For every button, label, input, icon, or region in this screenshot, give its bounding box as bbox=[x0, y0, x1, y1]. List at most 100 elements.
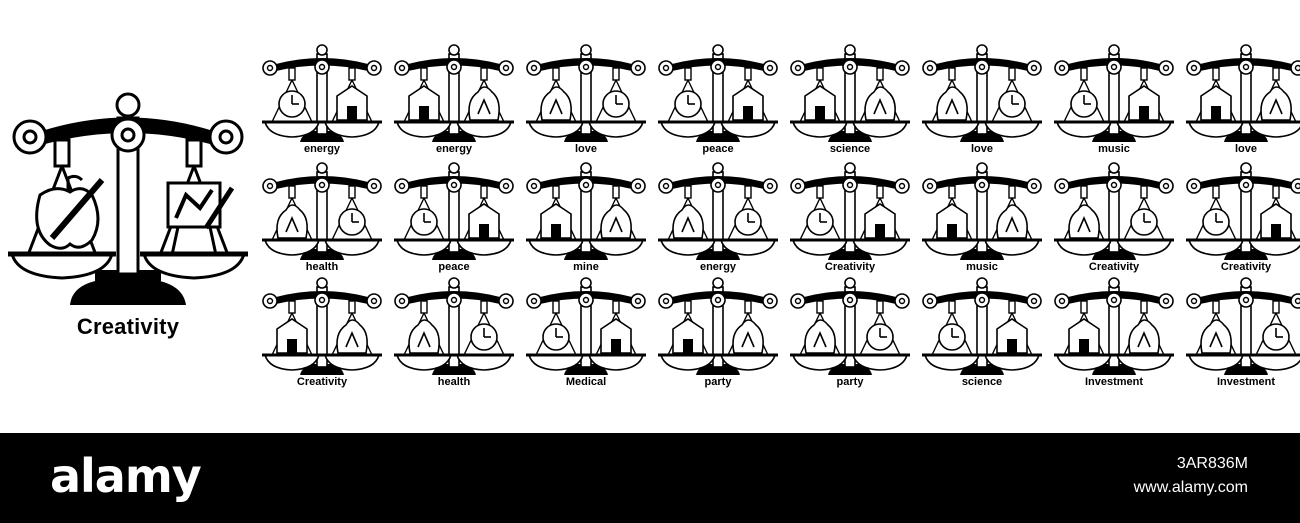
card-icon bbox=[1260, 86, 1292, 121]
balance-scale-icon bbox=[526, 44, 646, 142]
helicopter-icon bbox=[600, 318, 632, 354]
balance-scale-icon bbox=[922, 277, 1042, 375]
ufo-icon bbox=[1130, 208, 1158, 236]
easel-icon bbox=[336, 319, 368, 354]
icon-label: mine bbox=[573, 261, 599, 273]
icon-label: party bbox=[704, 376, 732, 388]
site-url: www.alamy.com bbox=[1133, 479, 1248, 496]
balance-scale-icon bbox=[1186, 44, 1300, 142]
factory-house-icon bbox=[408, 85, 440, 121]
coin-icon bbox=[1068, 318, 1100, 354]
icon-label: Medical bbox=[565, 376, 607, 388]
balance-scale-icon bbox=[790, 162, 910, 260]
padlock-open-icon bbox=[1262, 323, 1290, 351]
icon-label: love bbox=[574, 143, 597, 155]
icon-label: health bbox=[305, 261, 339, 273]
watermark-bar: alamy 3AR836M www.alamy.com bbox=[0, 433, 1300, 523]
icon-label: Creativity bbox=[1220, 261, 1272, 273]
balance-scale-icon bbox=[394, 162, 514, 260]
icon-label: love bbox=[1234, 143, 1257, 155]
scale-icon-tile: energy bbox=[262, 42, 382, 162]
balance-scale-icon bbox=[8, 92, 248, 305]
scale-icon-tile: Investment bbox=[1054, 275, 1174, 395]
fire-icon bbox=[278, 90, 306, 118]
balance-scale-icon bbox=[1054, 44, 1174, 142]
scale-icon-tile: peace bbox=[658, 42, 778, 162]
scale-icon-tile: energy bbox=[394, 42, 514, 162]
scale-icon-tile: science bbox=[790, 42, 910, 162]
scale-icon-tile: mine bbox=[526, 160, 646, 280]
cake-icon bbox=[804, 319, 836, 354]
icon-label: Creativity bbox=[1088, 261, 1140, 273]
scale-icon-tile: music bbox=[922, 160, 1042, 280]
icon-label: music bbox=[1098, 143, 1130, 155]
jar-icon bbox=[602, 90, 630, 118]
pickaxe-icon bbox=[540, 203, 572, 239]
scale-icon-tile: party bbox=[790, 275, 910, 395]
scale-icon-tile: Creativity bbox=[262, 275, 382, 395]
balance-scale-icon bbox=[922, 162, 1042, 260]
muscle-man-icon bbox=[338, 208, 366, 236]
clock-icon bbox=[936, 203, 968, 239]
gift-icon bbox=[866, 323, 894, 351]
mask-icon bbox=[864, 203, 896, 239]
explosion-icon bbox=[864, 86, 896, 121]
apple-pencil-icon bbox=[276, 318, 308, 354]
scale-icon-tile: party bbox=[658, 275, 778, 395]
factory-house-icon bbox=[672, 204, 704, 239]
icon-label: Investment bbox=[1216, 376, 1276, 388]
balance-scale-icon bbox=[1186, 162, 1300, 260]
brain-icon bbox=[1202, 208, 1230, 236]
bandage-icon bbox=[468, 203, 500, 239]
mountain-icon bbox=[734, 208, 762, 236]
scale-icon-tile: love bbox=[526, 42, 646, 162]
icon-label: Creativity bbox=[824, 261, 876, 273]
brain-icon bbox=[804, 85, 836, 121]
balance-scale-icon bbox=[1054, 162, 1174, 260]
scale-icon-tile: Creativity bbox=[1186, 160, 1300, 280]
lightbulb-icon bbox=[1070, 90, 1098, 118]
scale-icon-tile: Medical bbox=[526, 275, 646, 395]
icon-label: Investment bbox=[1084, 376, 1144, 388]
train-icon bbox=[336, 85, 368, 121]
icon-label: energy bbox=[303, 143, 341, 155]
mask-icon bbox=[732, 319, 764, 354]
balance-scale-icon bbox=[658, 162, 778, 260]
alamy-logo: alamy bbox=[50, 449, 202, 503]
clock-icon bbox=[938, 323, 966, 351]
scale-icon-tile: health bbox=[394, 275, 514, 395]
scale-icon-tile: energy bbox=[658, 160, 778, 280]
icon-label: music bbox=[966, 261, 998, 273]
flower-icon bbox=[674, 90, 702, 118]
balance-scale-icon bbox=[790, 277, 910, 375]
balance-scale-icon bbox=[526, 162, 646, 260]
hero-balance-scale bbox=[0, 80, 260, 350]
balance-scale-icon bbox=[394, 277, 514, 375]
muscle-man-icon bbox=[470, 323, 498, 351]
scale-icon-tile: peace bbox=[394, 160, 514, 280]
icon-label: love bbox=[970, 143, 993, 155]
image-id: 3AR836M bbox=[1176, 455, 1248, 472]
gift-heart-icon bbox=[936, 86, 968, 121]
coin-icon bbox=[1200, 85, 1232, 121]
padlock-icon bbox=[1128, 319, 1160, 354]
scale-icon-tile: Investment bbox=[1186, 275, 1300, 395]
clock-icon bbox=[276, 204, 308, 239]
brain-icon bbox=[1068, 204, 1100, 239]
scale-icon-tile: music bbox=[1054, 42, 1174, 162]
balance-scale-icon bbox=[262, 44, 382, 142]
explosion-icon bbox=[996, 318, 1028, 354]
scale-icon-tile: health bbox=[262, 160, 382, 280]
drums-icon bbox=[1260, 203, 1292, 239]
graduation-cap-icon bbox=[408, 319, 440, 354]
scale-icon-tile: science bbox=[922, 275, 1042, 395]
globe-icon bbox=[410, 208, 438, 236]
balance-scale-icon bbox=[1054, 277, 1174, 375]
piano-icon bbox=[1128, 85, 1160, 121]
balance-scale-icon bbox=[790, 44, 910, 142]
balance-scale-icon bbox=[262, 162, 382, 260]
balance-scale-icon bbox=[1186, 277, 1300, 375]
icon-label: science bbox=[829, 143, 871, 155]
balance-scale-icon bbox=[526, 277, 646, 375]
